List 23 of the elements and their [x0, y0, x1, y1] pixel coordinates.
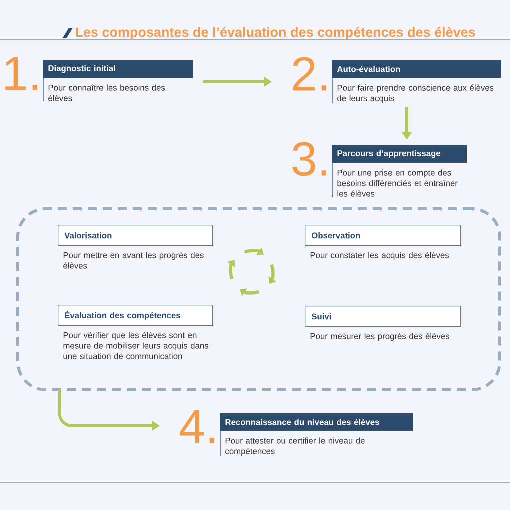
step-number: 2.: [293, 57, 326, 91]
item-card: Évaluation des compétences Pour vérifier que les élèves sont en mesure de mobiliser leurs acquis dans une situation de communication: [58, 305, 214, 360]
node-label: Pour attester ou certifier le niveau de compétences: [226, 438, 365, 456]
item-card: Valorisation Pour mettre en avant les progrès des élèves: [58, 225, 214, 269]
step-number: 1.: [5, 57, 38, 90]
step-card: Auto-évaluation Pour faire prendre conscience aux élèves de leurs acquis: [332, 60, 502, 104]
node-label: Pour une prise en compte des besoins différenciés et entraîner les élèves: [338, 170, 458, 197]
node-label: Pour mettre en avant les progrès des élèves: [64, 252, 204, 269]
item-card: Observation Pour constater les acquis des élèves: [305, 225, 462, 260]
dashed-group-box: [16, 208, 502, 392]
title: Les composantes de l’évaluation des compétences des élèves: [76, 27, 476, 40]
step-card: Diagnostic initial Pour connaître les besoins des élèves: [43, 60, 194, 102]
node-label: Pour constater les acquis des élèves: [310, 252, 450, 260]
step-card: Reconnaissance du niveau des élèves Pour attester ou certifier le niveau de compétences: [220, 412, 414, 457]
node-label: Pour connaître les besoins des élèves: [48, 84, 166, 102]
step-number: 3.: [292, 142, 326, 176]
item-card: Suivi Pour mesurer les progrès des élèves: [305, 306, 462, 342]
node-label: Pour mesurer les progrès des élèves: [310, 333, 450, 342]
step-number: 4.: [180, 410, 214, 444]
step-card: Parcours d’apprentissage Pour une prise en compte des besoins différenciés et entraîner les élèves: [332, 144, 468, 198]
connector-line: [332, 195, 333, 198]
node-label: Pour faire prendre conscience aux élèves de leurs acquis: [338, 84, 494, 104]
node-label: Pour vérifier que les élèves sont en mesure de mobiliser leurs acquis dans une situation de communication: [64, 332, 209, 360]
